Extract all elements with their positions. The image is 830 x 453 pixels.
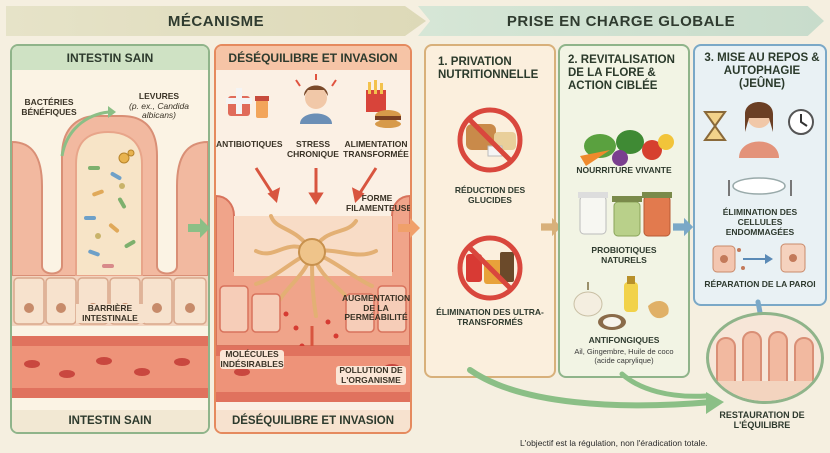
barrier-label: BARRIÈRE INTESTINALE — [76, 303, 144, 324]
burger-fries-icon — [366, 80, 401, 128]
healthy-panel-footer: INTESTIN SAIN — [12, 410, 208, 432]
stressed-person-icon — [295, 74, 337, 124]
yeasts-title: LEVURES — [138, 91, 180, 101]
mechanism-banner: MÉCANISME — [6, 6, 426, 36]
care-banner: PRISE EN CHARGE GLOBALE — [418, 6, 824, 36]
wall-repair-label: RÉPARATION DE LA PAROI — [704, 279, 816, 289]
antifungal-detail: Ail, Gingembre, Huile de coco (acide cap… — [574, 347, 674, 365]
probiotics-label: PROBIOTIQUES NATURELS — [591, 245, 657, 265]
mechanism-banner-title: MÉCANISME — [167, 12, 265, 30]
permeability-label: AUGMENTATION DE LA PERMÉABILITÉ — [342, 293, 411, 323]
filament-label: FORME FILAMENTEUSE — [346, 193, 412, 213]
healthy-intestine-illustration — [12, 106, 208, 398]
remove-ultra-processed-label: ÉLIMINATION DES ULTRA-TRANSFORMÉS — [436, 307, 544, 327]
restored-villi-illustration — [709, 331, 821, 401]
healthy-intestine-panel: INTESTIN SAIN — [10, 44, 210, 434]
reduce-carbs-illustration — [457, 107, 523, 301]
result-circle — [706, 312, 824, 404]
imbalance-panel-footer: DÉSÉQUILIBRE ET INVASION — [216, 410, 410, 432]
revitalisation-panel: 2. REVITALISATION DE LA FLORE & ACTION C… — [558, 44, 690, 378]
cell-elimination-label: ÉLIMINATION DES CELLULES ENDOMMAGÉES — [722, 207, 798, 237]
fasting-title: 3. MISE AU REPOS & AUTOPHAGIE (JEÛNE) — [704, 52, 820, 91]
processed-food-label: ALIMENTATION TRANSFORMÉE — [343, 139, 409, 159]
living-food-label: NOURRITURE VIVANTE — [576, 165, 672, 175]
revitalisation-title: 2. REVITALISATION DE LA FLORE & ACTION C… — [568, 54, 675, 93]
nutritional-privation-panel: 1. PRIVATION NUTRITIONNELLE RÉDUCTION DE… — [424, 44, 556, 378]
meditating-woman-icon — [739, 102, 779, 158]
imbalance-illustration — [216, 74, 410, 402]
privation-title: 1. PRIVATION NUTRITIONNELLE — [438, 56, 539, 82]
revitalisation-illustration — [573, 130, 674, 330]
bread-icon — [466, 124, 516, 157]
arrow-privation-to-revitalisation — [541, 217, 562, 237]
care-banner-title: PRISE EN CHARGE GLOBALE — [506, 12, 736, 30]
pollution-label: POLLUTION DE L'ORGANISME — [336, 365, 406, 386]
probiotic-jars-icon — [578, 192, 672, 237]
arrow-revitalisation-to-fasting — [673, 217, 694, 237]
restoration-label: RESTAURATION DE L'ÉQUILIBRE — [719, 410, 805, 431]
stress-label: STRESS CHRONIQUE — [287, 139, 339, 159]
no-sign-icon — [457, 107, 523, 173]
reduce-carbs-label: RÉDUCTION DES GLUCIDES — [454, 185, 526, 205]
antifungal-label: ANTIFONGIQUES — [588, 335, 660, 345]
yeasts-label: LEVURES (p. ex., Candida albicans) — [120, 91, 198, 121]
molecules-label: MOLÉCULES INDÉSIRABLES — [220, 349, 284, 370]
healthy-panel-header: INTESTIN SAIN — [12, 46, 208, 70]
yeasts-example: (p. ex., Candida albicans) — [128, 100, 189, 121]
pill-bottle-icon — [226, 88, 269, 118]
antibiotics-label: ANTIBIOTIQUES — [216, 139, 283, 149]
bacteria-label: BACTÉRIES BÉNÉFIQUES — [21, 97, 77, 117]
garlic-icon — [573, 276, 669, 330]
imbalance-panel: DÉSÉQUILIBRE ET INVASION — [214, 44, 412, 434]
fasting-illustration — [703, 102, 814, 273]
arrow-healthy-to-imbalance — [188, 218, 210, 238]
hourglass-icon — [703, 111, 727, 141]
vegetables-icon — [580, 130, 674, 166]
footnote: L'objectif est la régulation, non l'érad… — [520, 438, 708, 448]
fasting-panel: 3. MISE AU REPOS & AUTOPHAGIE (JEÛNE) ÉL… — [693, 44, 827, 306]
imbalance-panel-header: DÉSÉQUILIBRE ET INVASION — [216, 46, 410, 70]
clock-icon — [788, 109, 814, 135]
plate-icon — [728, 177, 792, 196]
arrow-imbalance-to-care — [398, 218, 420, 238]
